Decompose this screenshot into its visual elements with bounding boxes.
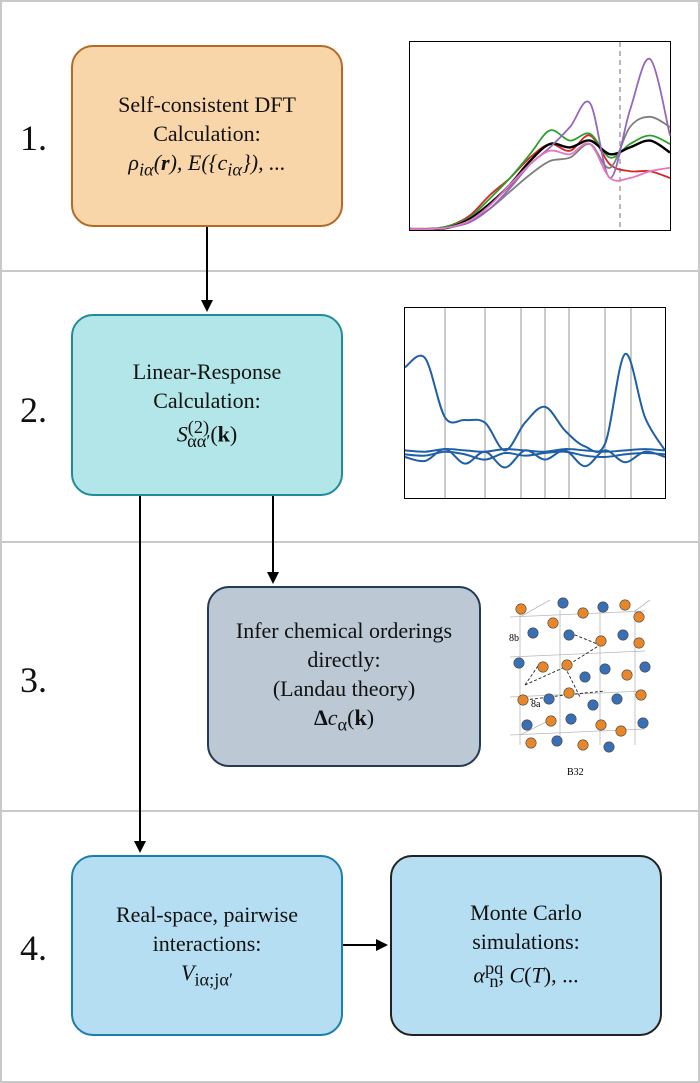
atom-blue [557,597,569,609]
atom-blue [639,661,651,673]
mc-math: αpqn, C(T), ... [473,957,579,992]
atom-orange [563,687,575,699]
site-label-8b: 8b [509,633,519,644]
dft-calculation-box: Self-consistent DFT Calculation: ρiα(r),… [71,45,343,227]
crystal-structure-b32: 8b 8a B32 [509,597,651,778]
site-label-8a: 8a [531,699,541,710]
atom-blue [599,663,611,675]
atom-blue [543,693,555,705]
atom-orange [561,659,573,671]
lr-line-1: Linear-Response [132,359,282,385]
dft-line-1: Self-consistent DFT [118,92,296,118]
linear-response-box: Linear-Response Calculation: S(2)αα′(k) [71,314,343,496]
atom-orange [545,715,557,727]
step-number-1: 1. [20,118,47,158]
infer-line-2: directly: [307,647,381,673]
atom-orange [525,737,537,749]
crystal-lattice-line [524,666,566,686]
atom-orange [577,607,589,619]
real-space-box: Real-space, pairwise interactions: Viα;j… [71,855,343,1036]
infer-line-1: Infer chemical orderings [235,618,453,644]
atom-blue [551,735,563,747]
step-number-4: 4. [20,928,47,968]
atom-blue [527,627,539,639]
section-divider [0,270,700,272]
infer-orderings-box: Infer chemical orderings directly: (Land… [207,586,481,767]
step-number-2: 2. [20,390,47,430]
atom-orange [537,661,549,673]
crystal-lattice-line [634,599,651,612]
step-number-3: 3. [20,660,47,700]
crystal-lattice-line [509,650,646,658]
crystal-lattice-line [519,599,551,618]
lr-line-2: Calculation: [153,388,261,414]
crystal-lattice-line [524,662,541,686]
atom-blue [513,657,525,669]
atom-blue [637,717,649,729]
crystal-lattice-line [519,719,551,736]
atom-orange [595,635,607,647]
mc-line-1: Monte Carlo [470,899,582,925]
monte-carlo-box: Monte Carlo simulations: αpqn, C(T), ... [390,855,662,1036]
atom-blue [521,719,533,731]
section-divider [0,810,700,812]
section-divider [0,541,700,543]
atom-orange [517,694,529,706]
atom-orange [621,669,633,681]
rs-line-1: Real-space, pairwise [115,901,299,927]
atom-blue [603,741,615,753]
atom-blue [611,693,623,705]
atom-blue [617,629,629,641]
crystal-lattice-line [564,666,581,698]
atom-blue [597,601,609,613]
spectrum-chart [409,41,671,231]
crystal-lattice-line [569,632,601,646]
spectrum-chart-frame [409,41,671,231]
dft-line-2: Calculation: [153,121,261,147]
mc-line-2: simulations: [472,928,580,954]
response-chart-frame [404,307,666,499]
spectrum-series-6 [409,142,671,231]
rs-line-2: interactions: [152,930,262,956]
rs-math: Viα;jα′ [181,959,233,990]
atom-orange [619,599,631,611]
lr-math: S(2)αα′(k) [176,417,238,451]
response-series-4 [404,448,666,469]
atom-orange [633,611,645,623]
atom-orange [515,603,527,615]
atom-orange [633,637,645,649]
atom-blue [587,699,599,711]
dft-math: ρiα(r), E({ciα}), ... [128,150,286,180]
atom-blue [563,629,575,641]
atom-orange [577,739,589,751]
infer-math: Δcα(k) [313,705,375,735]
response-series-1 [404,353,666,453]
atom-orange [615,725,627,737]
atom-blue [565,713,577,725]
atom-orange [595,719,607,731]
atom-blue [579,671,591,683]
atom-orange [635,689,647,701]
crystal-lattice-line [509,610,646,618]
structure-label: B32 [567,767,584,778]
spectrum-series-2 [409,129,671,231]
atom-orange [547,617,559,629]
response-chart [404,307,666,499]
infer-line-3: (Landau theory) [272,676,416,702]
